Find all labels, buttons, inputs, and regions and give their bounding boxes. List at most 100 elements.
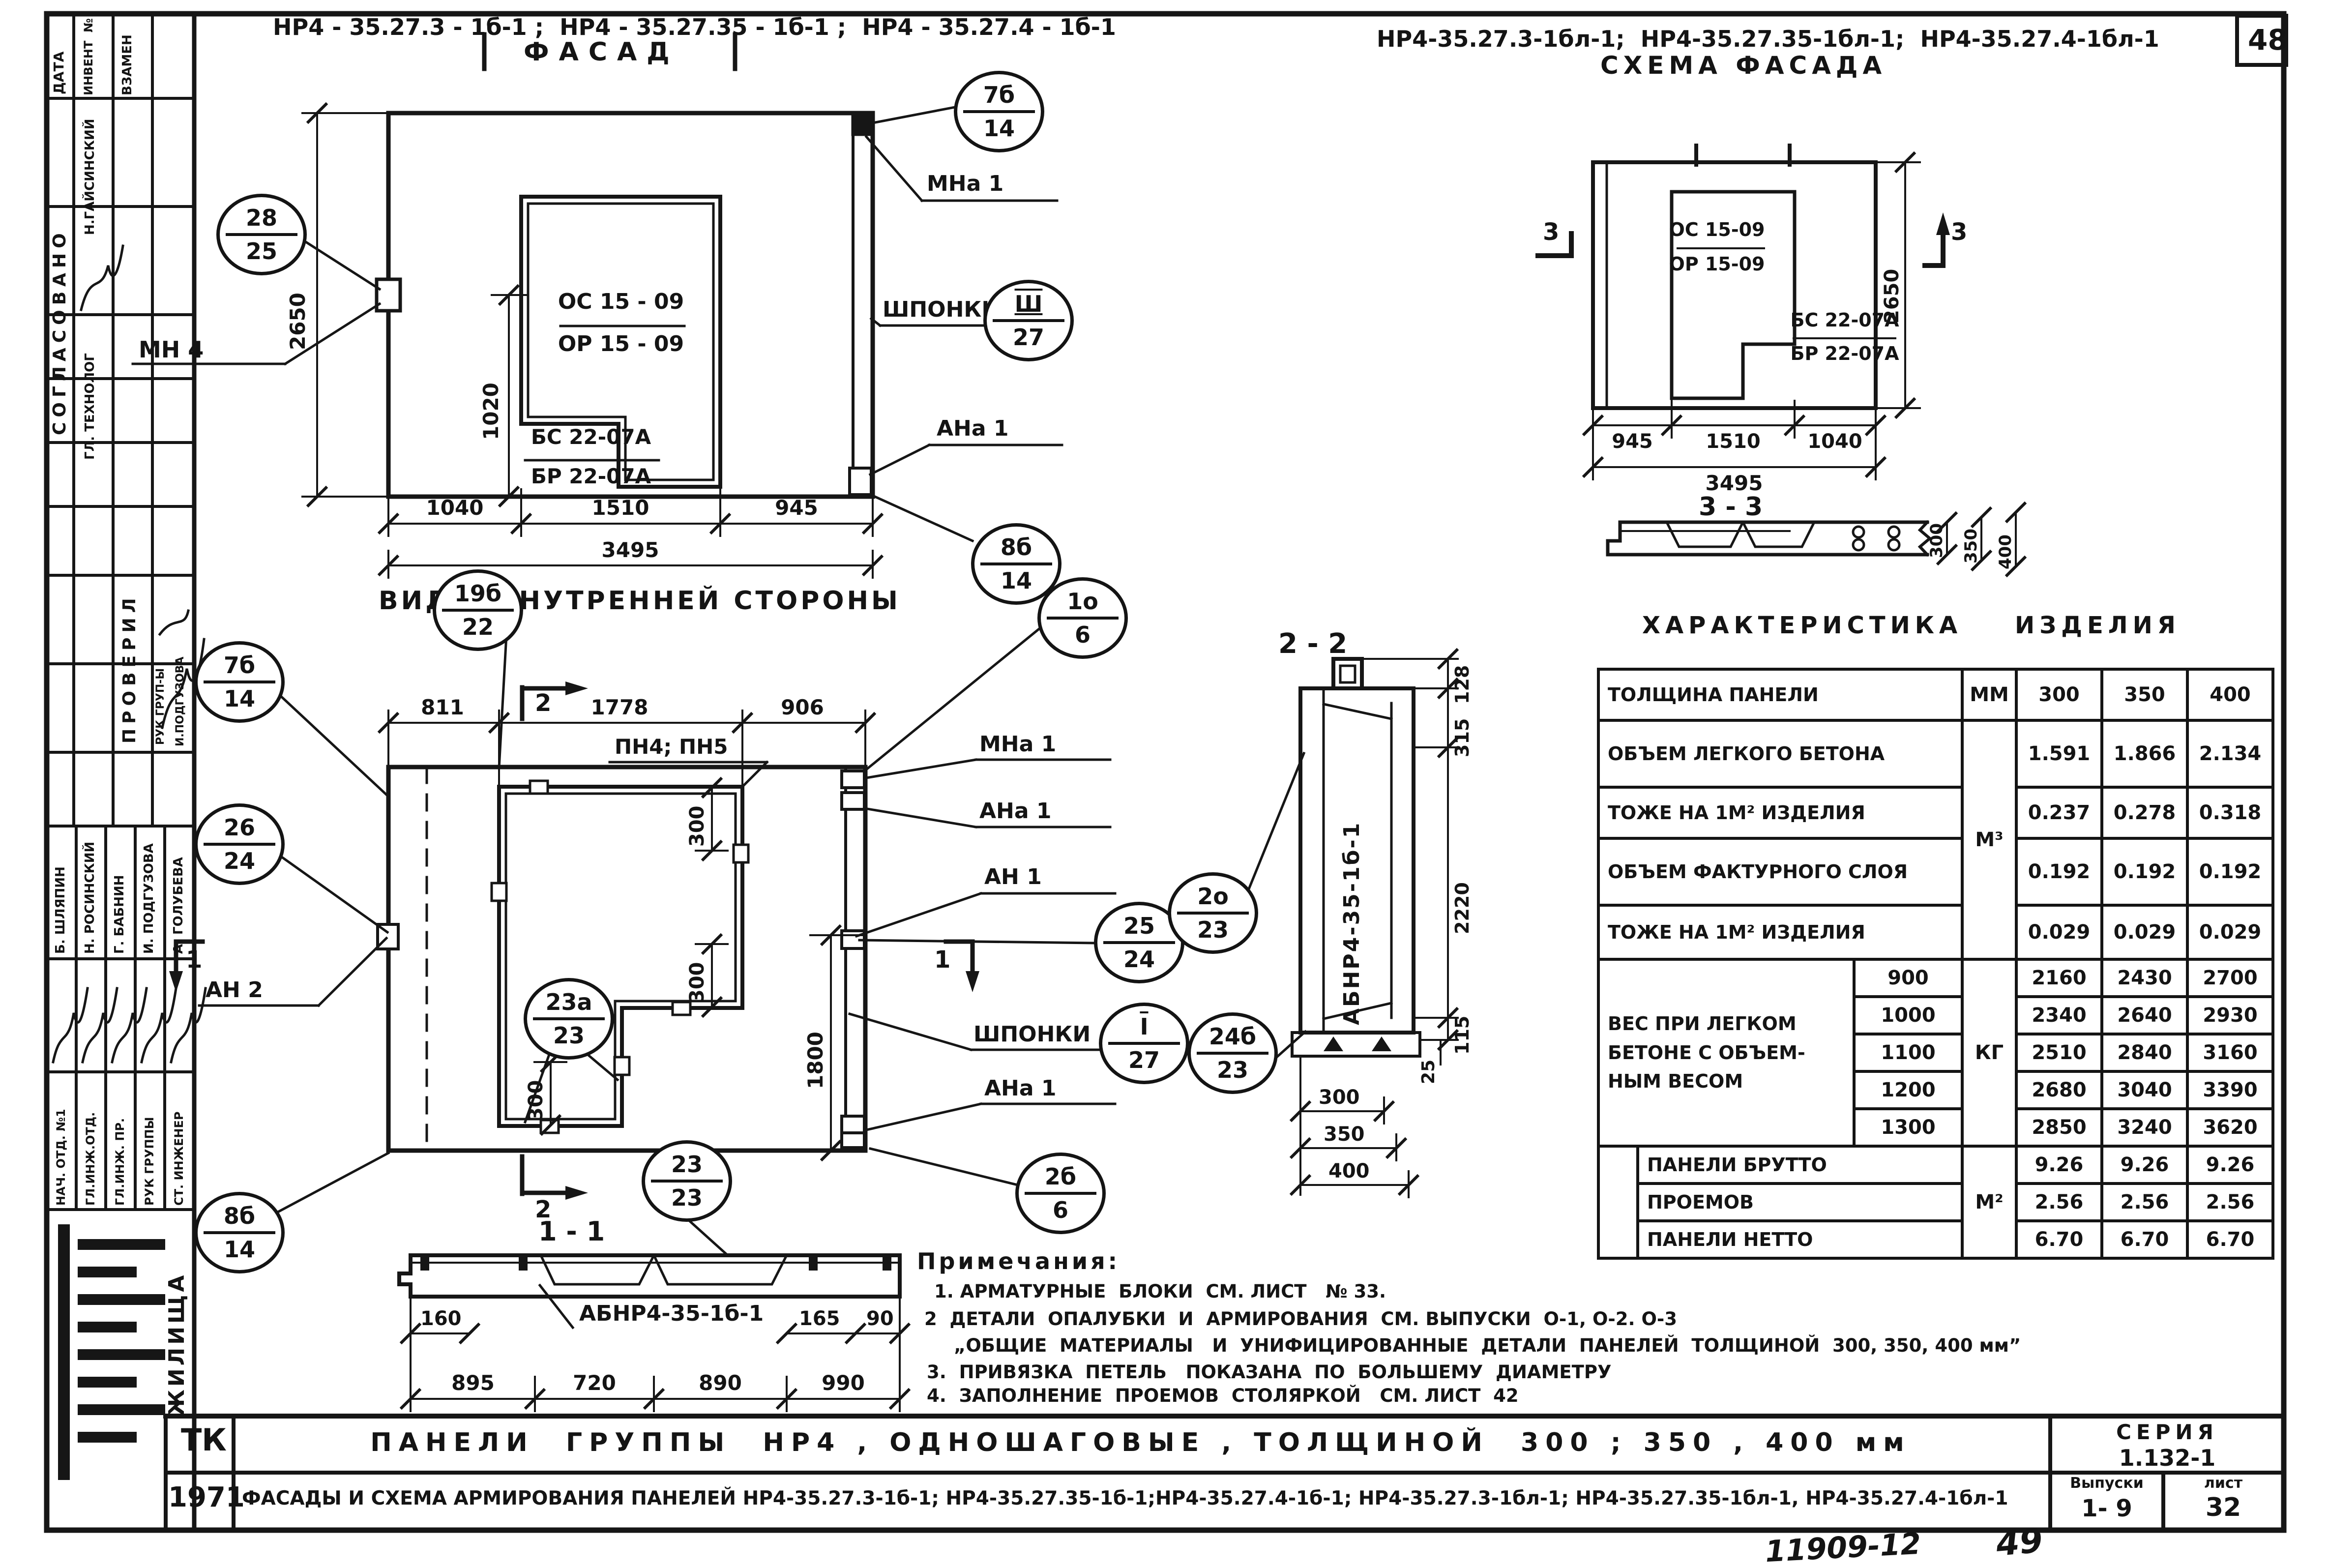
- facade-dim-1040: 1040: [426, 496, 484, 520]
- weight-label-line: БЕТОНЕ С ОБЪЕМ-: [1608, 1041, 1805, 1064]
- stamp-title-4: СТ. ИНЖЕНЕР: [172, 1111, 186, 1206]
- stamp-name-4: А. ГОЛУБЕВА: [171, 857, 186, 954]
- callout-bottom: 23: [553, 1022, 585, 1049]
- callout-top: 2б: [1024, 1163, 1097, 1195]
- header-codes-left: НР4 - 35.27.3 - 1б-1 ; НР4 - 35.27.35 - …: [273, 14, 1116, 40]
- sec22-dim-25: 25: [1418, 1059, 1439, 1084]
- value-cell: 2340: [2015, 995, 2103, 1035]
- row-label: ТОЛЩИНА ПАНЕЛИ: [1597, 668, 1964, 722]
- row-label: ПАНЕЛИ БРУТТО: [1636, 1145, 1964, 1185]
- facade-label-mna1: МНа 1: [927, 171, 1004, 196]
- stamp-checked: ПРОВЕРИЛ: [119, 593, 140, 743]
- callout-top: 7б: [203, 652, 276, 683]
- value-cell: 0.192: [2100, 837, 2189, 907]
- callout-2b-6: 2б 6: [1015, 1153, 1106, 1234]
- sec33-thk-400: 400: [1996, 534, 2015, 569]
- inner-dim-1778: 1778: [590, 695, 649, 719]
- inner-dim-811: 811: [421, 695, 464, 719]
- facade-dim-1510: 1510: [591, 496, 649, 520]
- note-1: 1. АРМАТУРНЫЕ БЛОКИ СМ. ЛИСТ № 33.: [934, 1281, 1386, 1302]
- section-mark-1-right: 1: [934, 946, 951, 974]
- facade-dim-1020: 1020: [479, 383, 503, 440]
- section-mark-1-left: 1: [186, 946, 203, 974]
- sec11-dim-160: 160: [420, 1307, 462, 1330]
- callout-top: 23: [650, 1151, 723, 1183]
- value-cell: 6.70: [2015, 1219, 2103, 1260]
- callout-1o-6: 1о 6: [1037, 577, 1128, 659]
- value-cell: 0.237: [2015, 786, 2103, 840]
- callout-23-23: 23 23: [642, 1140, 732, 1222]
- callout-bottom: 14: [1000, 567, 1032, 594]
- callout-top: 8б: [203, 1203, 276, 1234]
- callout-bottom: 25: [245, 238, 277, 265]
- callout-23a-23: 23а 23: [524, 978, 614, 1060]
- section-2-2: [1245, 650, 1459, 1198]
- note-3: 3. ПРИВЯЗКА ПЕТЕЛЬ ПОКАЗАНА ПО БОЛЬШЕМУ …: [927, 1361, 1612, 1383]
- sec22-dim-315: 315: [1451, 718, 1473, 757]
- sec22-thk-300: 300: [1319, 1086, 1360, 1109]
- value-cell: 2.56: [2186, 1182, 2274, 1222]
- callout-bottom: 23: [1216, 1057, 1248, 1083]
- schema-window-code-top: ОС 15-09: [1669, 219, 1765, 240]
- callout-bottom: 22: [462, 614, 494, 640]
- schema-title: СХЕМА ФАСАДА: [1600, 51, 1887, 80]
- callout-bottom: 23: [671, 1184, 703, 1211]
- callout-bottom: 6: [1074, 621, 1091, 648]
- callout-7b-14-inner: 7б 14: [194, 641, 285, 723]
- titleblock-tk: ТК: [181, 1422, 227, 1458]
- sec22-block-label: АБНР4-35-1б-1: [1339, 821, 1364, 1025]
- stamp-name-0: Б. ШЛЯПИН: [53, 866, 68, 954]
- sheet-frame: [44, 11, 2288, 1533]
- stamp-rg: РУК ГРУП-Ы: [154, 668, 167, 745]
- section-3-3-label: 3 - 3: [1699, 492, 1763, 522]
- callout-i-27: I 27: [1099, 1003, 1189, 1084]
- value-cell: 300: [2015, 668, 2103, 722]
- inner-label-ana1: АНа 1: [979, 799, 1052, 824]
- stamp-grid: [45, 11, 197, 1533]
- value-cell: 3240: [2100, 1107, 2189, 1148]
- callout-bottom: 24: [223, 848, 255, 874]
- value-cell: 2640: [2100, 995, 2189, 1035]
- handwritten-number: 11909-12: [1764, 1526, 1922, 1568]
- series-label: СЕРИЯ: [2116, 1420, 2218, 1444]
- stamp-date: ДАТА: [51, 51, 67, 94]
- callout-19b-22: 19б 22: [433, 569, 523, 651]
- schema-window-code-bot: БС 22-07А: [1790, 309, 1899, 331]
- section-mark-2-top: 2: [535, 689, 552, 717]
- value-cell: 2.56: [2100, 1182, 2189, 1222]
- handwritten-page: 49: [1994, 1521, 2044, 1564]
- value-cell: 1000: [1853, 995, 1964, 1035]
- value-cell: 1300: [1853, 1107, 1964, 1148]
- sec22-thk-400: 400: [1328, 1160, 1370, 1183]
- sec22-dim-128: 128: [1451, 665, 1473, 704]
- inner-label-pn4-pn5: ПН4; ПН5: [615, 735, 728, 759]
- inner-label-shponki: ШПОНКИ: [973, 1022, 1091, 1047]
- callout-top: Ш: [992, 291, 1065, 322]
- note-2: 2 ДЕТАЛИ ОПАЛУБКИ И АРМИРОВАНИЯ СМ. ВЫПУ…: [924, 1308, 1678, 1330]
- value-cell: 6.70: [2186, 1219, 2274, 1260]
- section-1-1: [397, 1213, 909, 1412]
- stamp-rg-name: И.ПОДГУЗОВА: [174, 656, 186, 746]
- facade-dim-945: 945: [775, 496, 818, 520]
- callout-8b-14-inner: 8б 14: [194, 1192, 285, 1273]
- schema-dim-1510: 1510: [1706, 430, 1761, 453]
- value-cell: 0.029: [2186, 904, 2274, 961]
- callout-28-25: 28 25: [216, 194, 307, 275]
- callout-7b-14: 7б 14: [954, 71, 1044, 152]
- callout-top: 2о: [1177, 883, 1249, 915]
- note-2b: „ОБЩИЕ МАТЕРИАЛЫ И УНИФИЦИРОВАННЫЕ ДЕТАЛ…: [954, 1335, 2021, 1356]
- value-cell: 2160: [2015, 958, 2103, 998]
- callout-top: 25: [1103, 913, 1176, 944]
- facade-drawing: [131, 32, 1063, 579]
- schema-dim-3495: 3495: [1705, 471, 1763, 495]
- callout-top: 7б: [963, 82, 1035, 113]
- stamp-name-gaisinsky: Н.ГАЙСИНСКИЙ: [83, 118, 97, 235]
- facade-dim-3495: 3495: [601, 538, 659, 562]
- header-codes-right: НР4-35.27.3-1бл-1; НР4-35.27.35-1бл-1; Н…: [1377, 26, 2159, 52]
- stamp-logo-text: ЖИЛИЩА: [164, 1272, 189, 1416]
- value-cell: 2700: [2186, 958, 2274, 998]
- callout-top: 1о: [1046, 588, 1119, 620]
- value-cell: 2840: [2100, 1033, 2189, 1073]
- callout-bottom: 14: [223, 685, 255, 712]
- schema-sec3-left: 3: [1543, 218, 1560, 246]
